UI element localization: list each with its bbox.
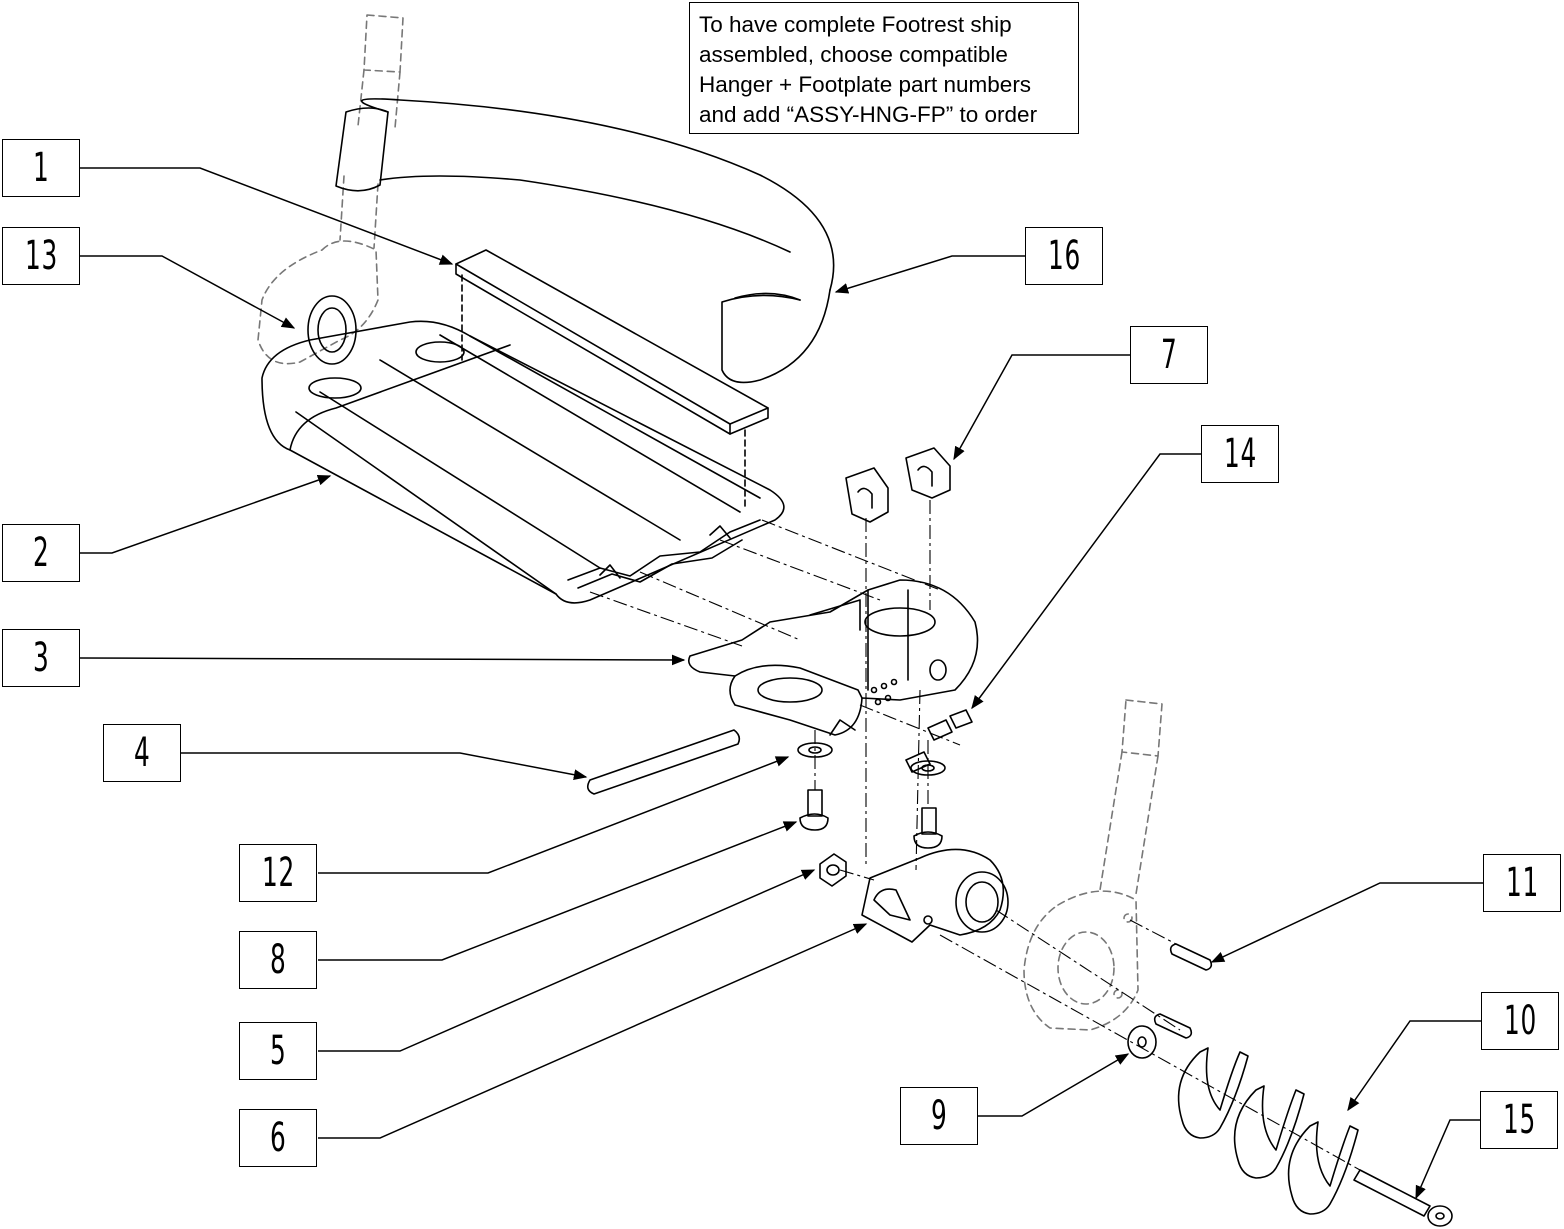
callout-label: 6	[269, 1115, 287, 1161]
callout-label: 4	[133, 730, 151, 776]
note-line: To have complete Footrest ship	[699, 12, 1012, 37]
spring-clips	[1177, 1047, 1359, 1215]
set-screws	[905, 709, 973, 773]
callout-label: 14	[1223, 431, 1257, 477]
callout-13: 13	[2, 227, 80, 285]
note-line: and add “ASSY-HNG-FP” to order	[699, 102, 1038, 127]
hanger-bottom	[1023, 699, 1163, 1031]
callout-9: 9	[900, 1087, 978, 1145]
callout-7: 7	[1130, 326, 1208, 384]
callout-label: 10	[1503, 998, 1537, 1044]
callout-10: 10	[1481, 992, 1559, 1050]
callout-2: 2	[2, 524, 80, 582]
leader-lines	[79, 167, 1484, 1200]
rod	[586, 729, 741, 795]
footplate	[261, 320, 785, 604]
callout-label: 8	[269, 937, 287, 983]
callout-6: 6	[239, 1109, 317, 1167]
bolt	[1353, 1169, 1453, 1227]
callout-16: 16	[1025, 227, 1103, 285]
note-line: Hanger + Footplate part numbers	[699, 72, 1032, 97]
callout-1: 1	[2, 139, 80, 197]
callout-label: 3	[32, 635, 50, 681]
callout-5: 5	[239, 1022, 317, 1080]
pins	[1153, 943, 1213, 1039]
assembly-note: To have complete Footrest ship assembled…	[689, 2, 1079, 134]
callout-label: 9	[930, 1093, 948, 1139]
callout-label: 5	[269, 1028, 287, 1074]
callout-15: 15	[1480, 1091, 1558, 1149]
hanger-top	[257, 14, 404, 365]
caps	[845, 447, 951, 523]
strip-part	[455, 249, 769, 511]
callout-11: 11	[1483, 854, 1561, 912]
hanger-loop	[307, 295, 357, 365]
washers-screws	[797, 742, 946, 849]
nut-block	[819, 848, 1009, 943]
callout-label: 12	[261, 850, 295, 896]
callout-14: 14	[1201, 425, 1279, 483]
hanger-tube	[335, 98, 835, 384]
note-line: assembled, choose compatible	[699, 42, 1008, 67]
callout-label: 1	[32, 145, 50, 191]
callout-8: 8	[239, 931, 317, 989]
callout-label: 11	[1505, 860, 1539, 906]
washer-9	[1127, 1025, 1157, 1059]
callout-4: 4	[103, 724, 181, 782]
callout-12: 12	[239, 844, 317, 902]
callout-3: 3	[2, 629, 80, 687]
clamp-bracket	[687, 579, 979, 736]
callout-label: 15	[1502, 1097, 1536, 1143]
callout-label: 13	[24, 233, 58, 279]
callout-label: 2	[32, 530, 50, 576]
callout-label: 7	[1160, 332, 1178, 378]
callout-label: 16	[1047, 233, 1081, 279]
